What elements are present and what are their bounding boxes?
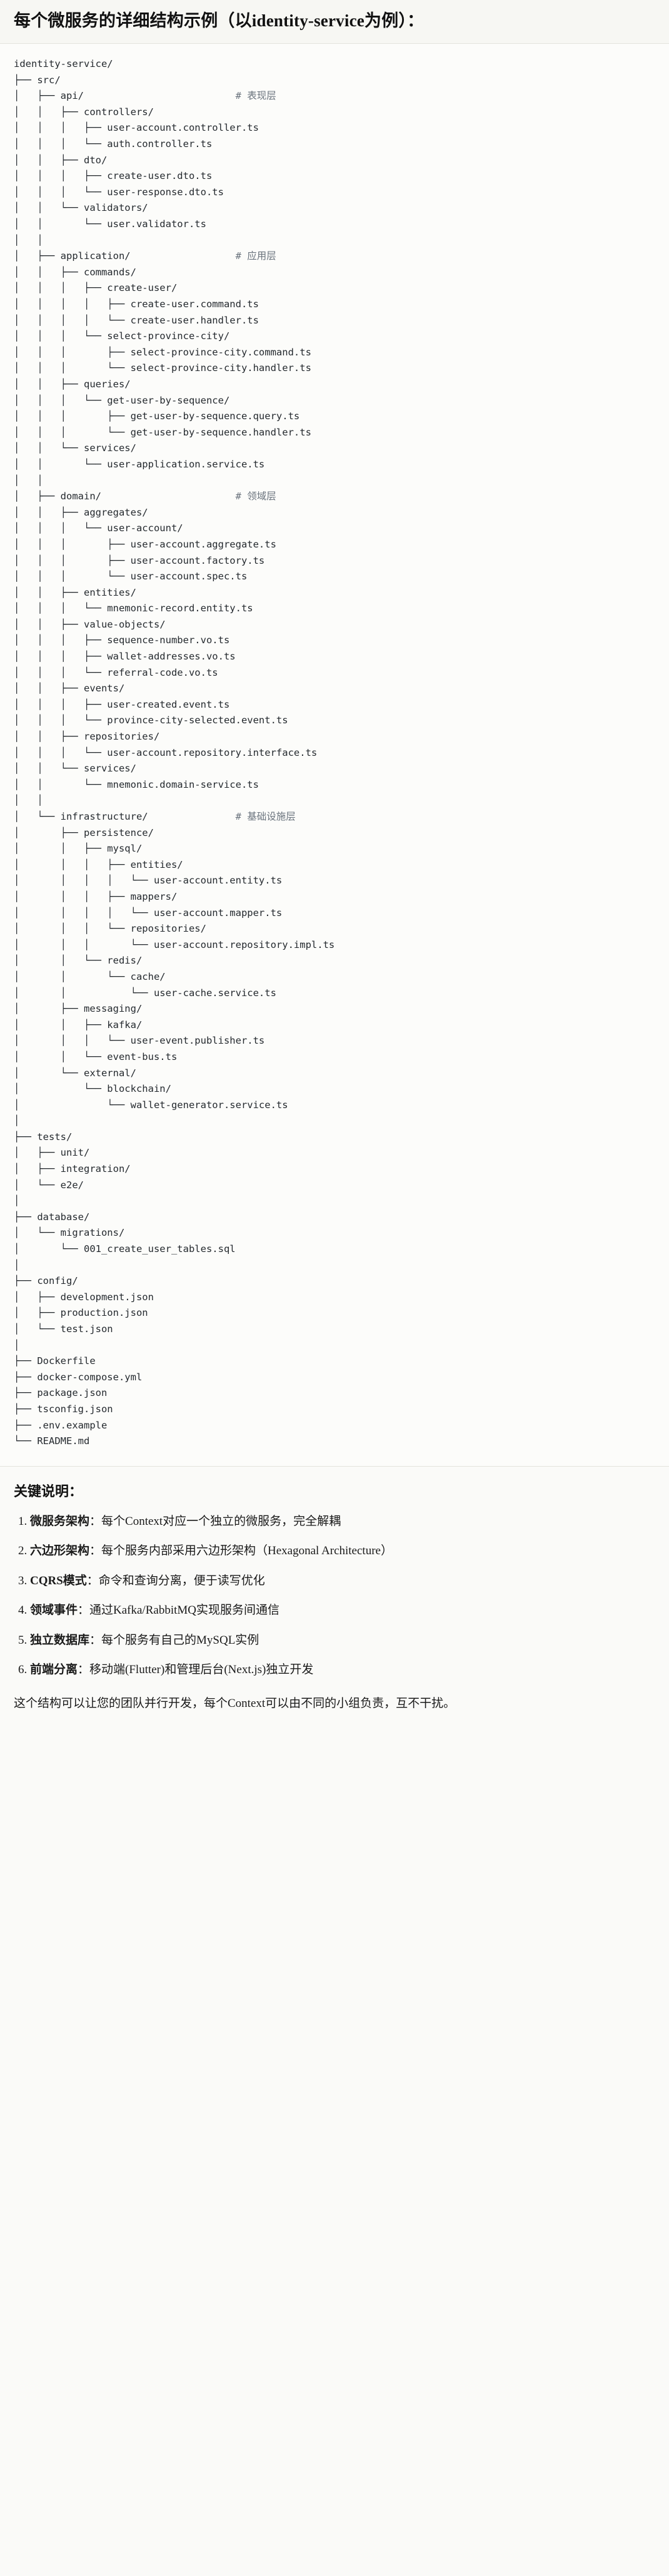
note-desc: ：每个服务内部采用六边形架构（Hexagonal Architecture） [89,1544,393,1558]
note-term: 前端分离 [30,1663,78,1677]
key-notes-section: 关键说明： 微服务架构：每个Context对应一个独立的微服务，完全解耦 六边形… [0,1466,669,1729]
list-item: 六边形架构：每个服务内部采用六边形架构（Hexagonal Architectu… [30,1542,655,1560]
key-notes-title: 关键说明： [14,1483,83,1499]
note-term: 微服务架构 [30,1514,90,1528]
list-item: CQRS模式：命令和查询分离，便于读写优化 [30,1572,655,1590]
list-item: 前端分离：移动端(Flutter)和管理后台(Next.js)独立开发 [30,1661,655,1679]
note-desc: ：命令和查询分离，便于读写优化 [86,1574,265,1587]
note-term: CQRS模式 [30,1574,87,1587]
note-desc: ：每个Context对应一个独立的微服务，完全解耦 [89,1514,341,1528]
note-term: 领域事件 [30,1604,78,1617]
heading-section: 每个微服务的详细结构示例（以identity-service为例）： [0,0,669,44]
list-item: 微服务架构：每个Context对应一个独立的微服务，完全解耦 [30,1513,655,1530]
note-term: 六边形架构 [30,1544,90,1558]
list-item: 独立数据库：每个服务有自己的MySQL实例 [30,1632,655,1649]
page-title: 每个微服务的详细结构示例（以identity-service为例）： [14,11,425,30]
note-desc: ：每个服务有自己的MySQL实例 [89,1633,259,1647]
closing-paragraph: 这个结构可以让您的团队并行开发，每个Context可以由不同的小组负责，互不干扰… [14,1697,456,1711]
directory-tree-section: identity-service/ ├── src/ │ ├── api/ # … [0,44,669,1467]
note-desc: ：通过Kafka/RabbitMQ实现服务间通信 [78,1604,279,1617]
note-term: 独立数据库 [30,1633,90,1647]
key-notes-list: 微服务架构：每个Context对应一个独立的微服务，完全解耦 六边形架构：每个服… [14,1513,655,1679]
note-desc: ：移动端(Flutter)和管理后台(Next.js)独立开发 [78,1663,314,1677]
directory-tree: identity-service/ ├── src/ │ ├── api/ # … [14,58,335,1447]
list-item: 领域事件：通过Kafka/RabbitMQ实现服务间通信 [30,1602,655,1619]
document-page: 每个微服务的详细结构示例（以identity-service为例）： ident… [0,0,669,1729]
